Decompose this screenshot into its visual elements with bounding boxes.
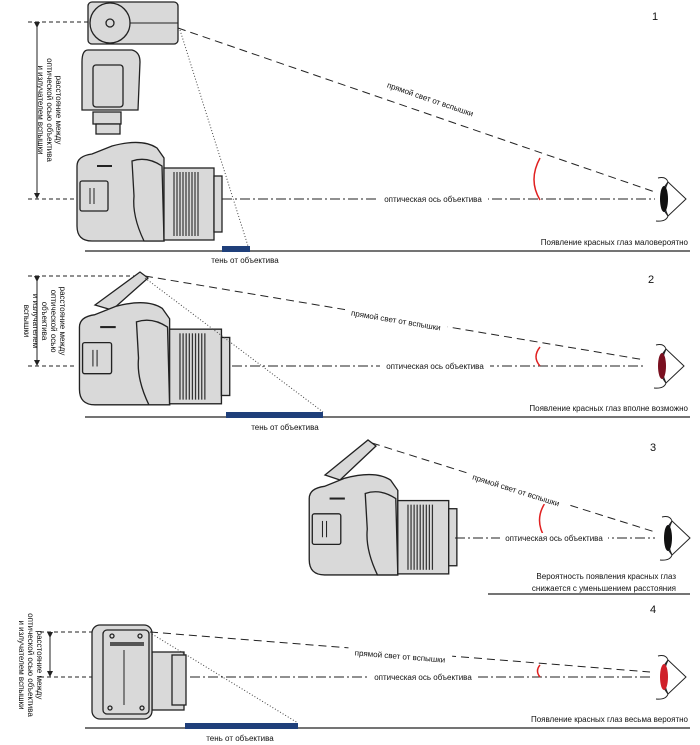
shadow-label: тень от объектива — [251, 423, 319, 432]
distance-label: расстояние междуоптической осью объектив… — [17, 613, 44, 717]
result-label: Появление красных глаз маловероятно — [541, 238, 689, 247]
popup-flash — [93, 271, 150, 311]
result-label-line-2: снижается с уменьшением расстояния — [532, 584, 676, 593]
distance-label: расстояние междуоптической осьюобъектива… — [22, 287, 67, 356]
external-flash — [81, 1, 179, 135]
popup-flash — [323, 439, 378, 481]
pupil — [660, 186, 668, 212]
panel-number: 1 — [652, 11, 658, 23]
camera — [78, 301, 231, 406]
panel-number: 4 — [650, 604, 656, 616]
result-label: Появление красных глаз весьма вероятно — [531, 715, 689, 724]
lens-shadow — [222, 246, 250, 252]
panel-number: 2 — [648, 274, 654, 286]
optical-axis-label: оптическая ось объектива — [374, 673, 472, 682]
panel-number: 3 — [650, 442, 656, 454]
panel-4: 4 расстояние междуоптической осью объект… — [17, 604, 690, 743]
camera — [76, 141, 223, 242]
optical-axis-label: оптическая ось объектива — [505, 534, 603, 543]
pupil — [660, 664, 668, 690]
shadow-ray — [144, 277, 324, 413]
optical-axis-label: оптическая ось объектива — [384, 195, 482, 204]
direct-light-label: прямой свет от вспышки — [350, 308, 441, 332]
lens-shadow — [185, 723, 298, 729]
direct-light-label: прямой свет от вспышки — [386, 81, 475, 119]
shadow-label: тень от объектива — [211, 256, 279, 265]
pupil — [658, 353, 666, 379]
direct-light-line — [177, 27, 656, 193]
distance-label: расстояние междуоптической осью объектив… — [36, 58, 63, 162]
result-label-line-1: Вероятность появления красных глаз — [536, 572, 676, 581]
lens-shadow — [226, 412, 323, 418]
angle-arc — [538, 502, 546, 539]
result-label: Появление красных глаз вполне возможно — [529, 404, 688, 413]
angle-arc — [535, 346, 541, 367]
pupil — [664, 525, 672, 551]
direct-light-label: прямой свет от вспышки — [471, 473, 560, 509]
panel-1: 1 расстояние междуоптической осью объект… — [28, 1, 690, 265]
optical-axis-label: оптическая ось объектива — [386, 362, 484, 371]
panel-3: 3 прямой свет от вспышки оптическая ось … — [308, 439, 691, 595]
shadow-label: тень от объектива — [206, 734, 274, 743]
angle-arc — [536, 664, 541, 678]
camera — [308, 473, 458, 576]
angle-arc — [533, 157, 541, 201]
compact-camera — [91, 624, 187, 720]
direct-light-label: прямой свет от вспышки — [354, 648, 445, 664]
panel-2: 2 расстояние междуоптической осьюобъекти… — [22, 271, 690, 432]
